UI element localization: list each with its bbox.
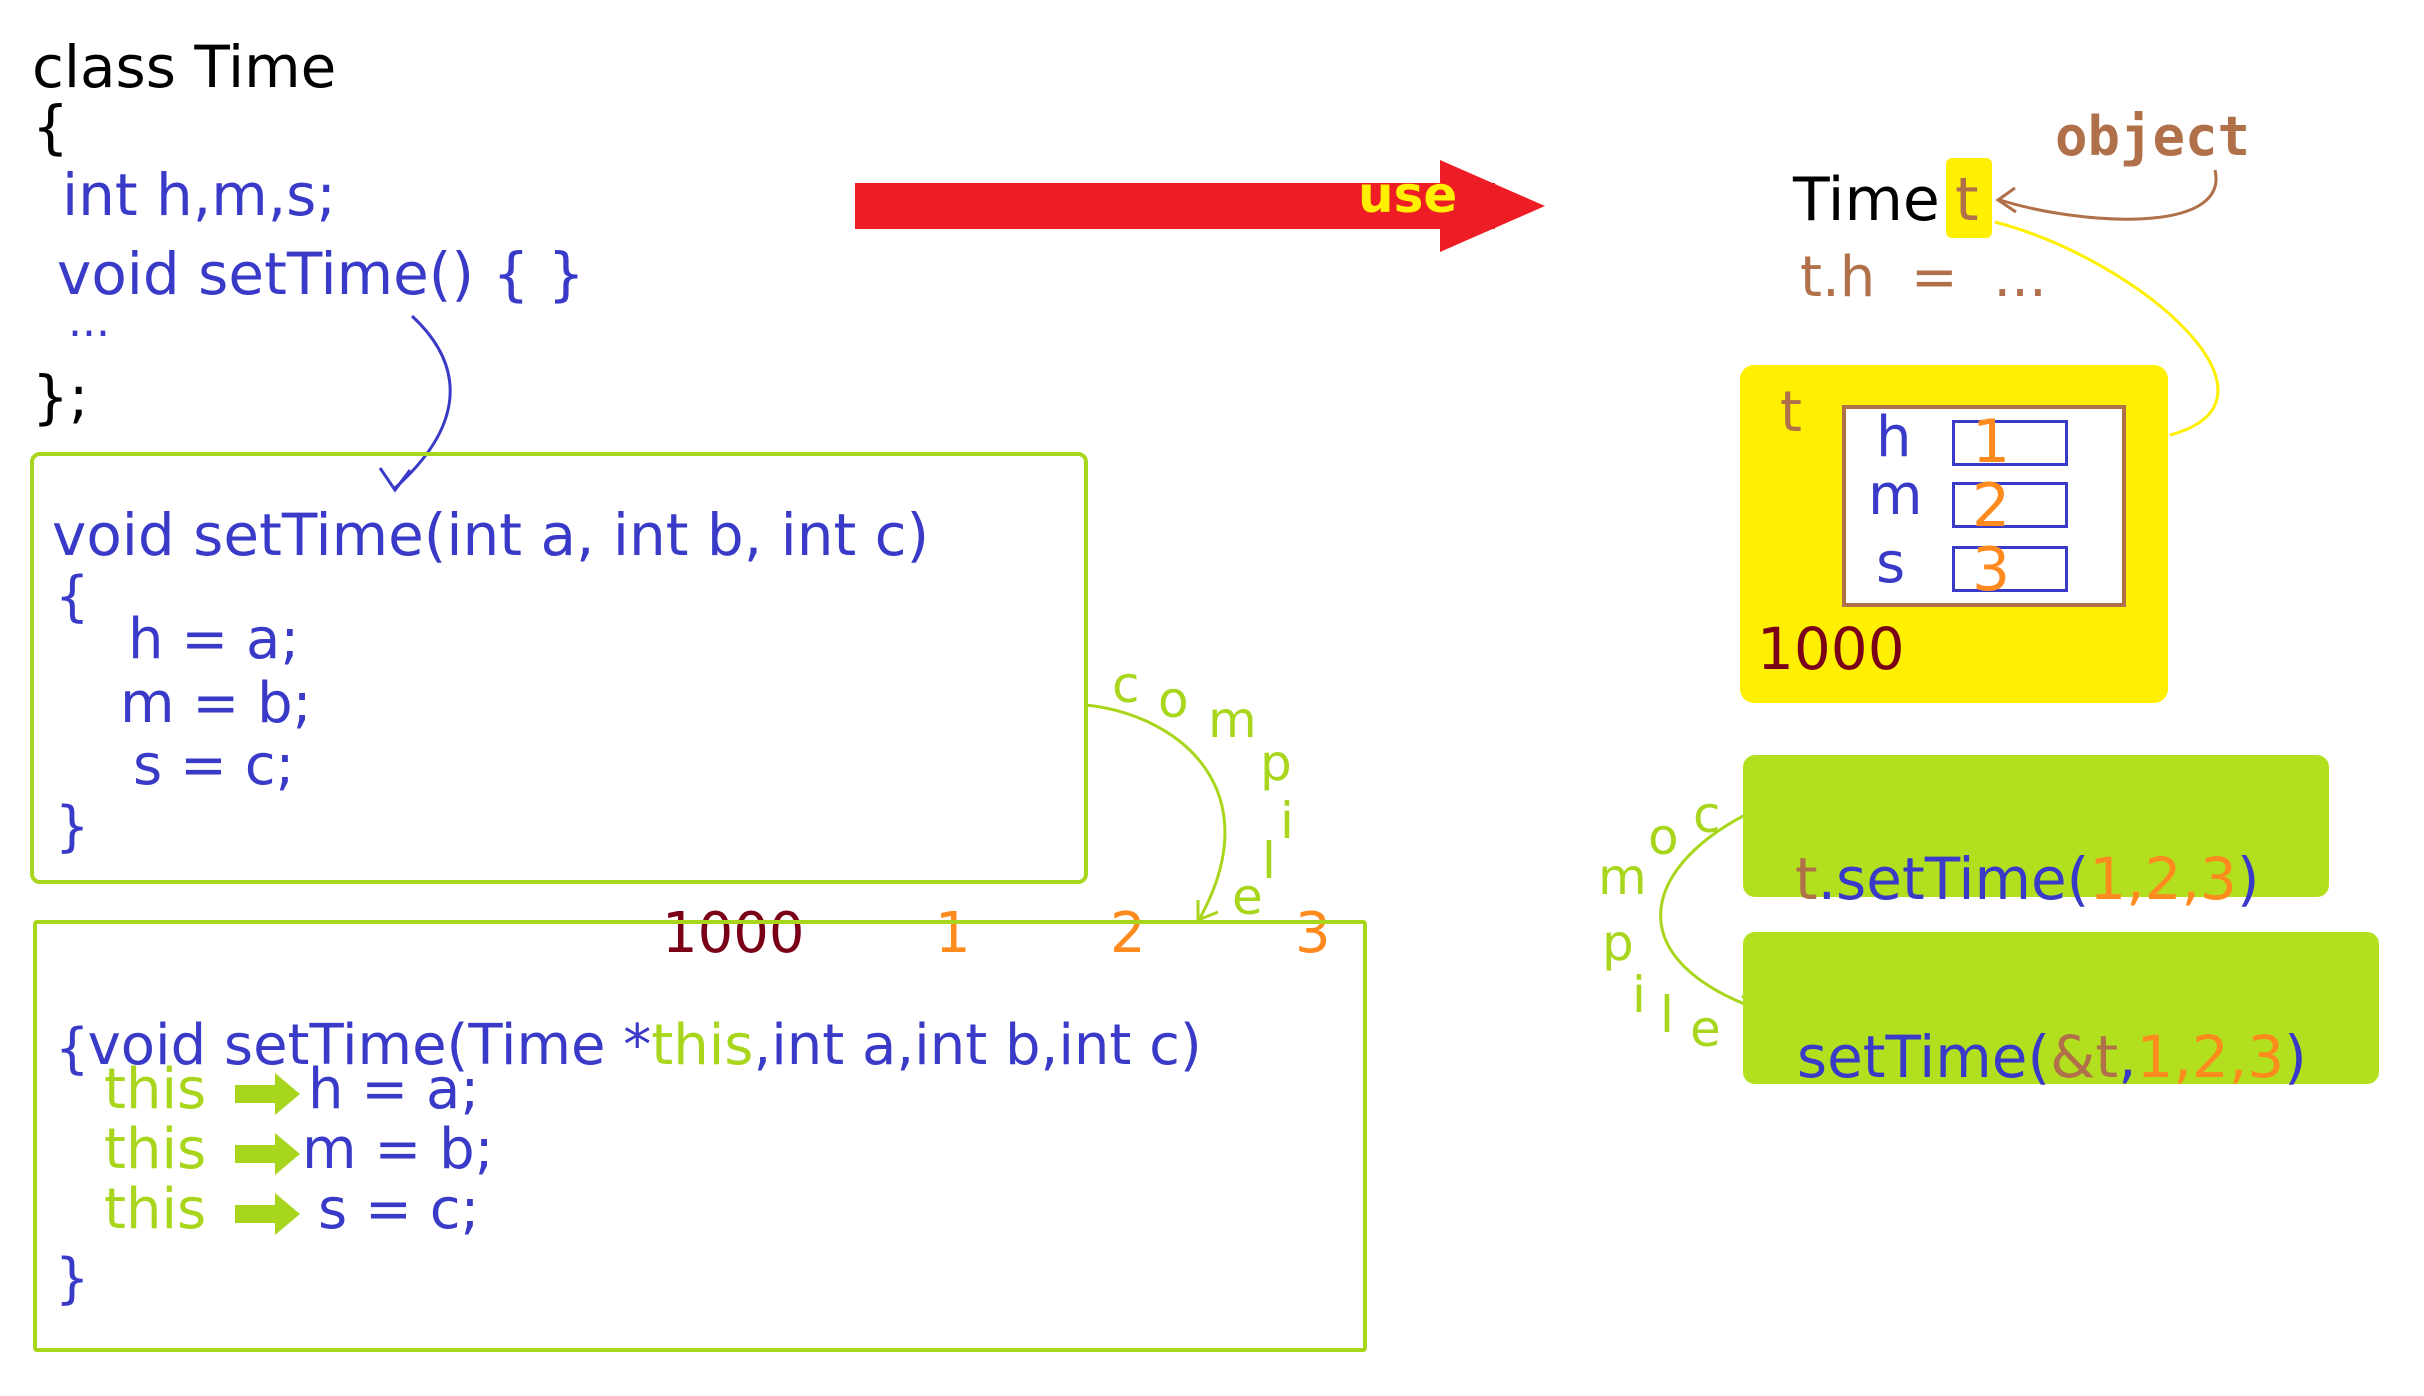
compile-letter: o [1648,808,1679,866]
compiled-stmt-h: h = a; [308,1057,480,1122]
member-method-decl: void setTime() { } [57,240,585,308]
compiled-call-ref: &t [2050,1023,2119,1091]
field-value-s: 3 [1972,535,2011,605]
member-variables: int h,m,s; [62,161,336,229]
variable-highlight [1946,158,1992,238]
member-access: t.h = ... [1800,245,2047,310]
field-name-s: s [1876,531,1906,596]
object-address: 1000 [1757,615,1905,683]
compiled-call-close: ) [2284,1023,2307,1091]
object-box-label: t [1780,380,1802,445]
ellipsis: ... [68,296,110,347]
compile-letter: o [1158,671,1189,729]
call-arg-1: 1 [2089,845,2127,913]
object-fields-frame [1842,405,2126,607]
compile-curve-left [1085,703,1227,919]
call-arg-3: 3 [2199,845,2237,913]
pointer-line [1994,220,2220,437]
this-keyword: this [104,1177,207,1242]
compiled-method-box [33,920,1367,1352]
call-arg-2: 2 [2144,845,2182,913]
field-slot-s [1952,546,2068,592]
method-stmt-h: h = a; [128,607,300,672]
use-arrow [855,160,1545,252]
field-value-h: 1 [1972,407,2011,477]
object-label: object [2055,105,2251,168]
compile-letter: p [1260,734,1292,792]
compiled-call-arg-1: 1 [2136,1023,2174,1091]
method-close-brace: } [55,795,90,858]
class-close-brace: }; [32,363,89,431]
method-signature: void setTime(int a, int b, int c) [52,501,930,569]
this-keyword: this [104,1057,207,1122]
compile-letter: m [1208,691,1257,749]
this-keyword: this [104,1117,207,1182]
call-comma: , [2126,845,2145,913]
compile-letter: e [1690,1000,1721,1058]
value-annotation-2: 2 [1110,901,1146,966]
field-name-h: h [1876,405,1912,470]
compile-letter: l [1262,832,1276,890]
use-label: use [1358,166,1458,224]
call-box [1743,755,2329,897]
method-definition-box [30,452,1088,884]
compiled-call-arg-3: 3 [2247,1023,2285,1091]
compile-curve-right [1659,813,1761,1012]
compile-letter: i [1280,792,1294,850]
value-annotation-1: 1 [935,901,971,966]
field-slot-h [1952,420,2068,466]
compiled-stmt-s: s = c; [318,1177,480,1242]
compiled-sig-suffix: ,int a,int b,int c) [753,1013,1202,1078]
call-method: .setTime( [1817,845,2090,913]
method-stmt-s: s = c; [133,733,295,798]
field-value-m: 2 [1972,471,2011,541]
field-slot-m [1952,482,2068,528]
compile-letter: c [1693,786,1721,844]
compiled-close-brace: } [55,1247,90,1310]
compiled-sig-this: this [651,1013,754,1078]
this-arrows [235,1073,300,1235]
value-annotation-3: 3 [1295,901,1331,966]
compiled-call-comma: , [2173,1023,2192,1091]
declaration-variable: t [1955,165,1979,235]
compiled-call-comma: , [2228,1023,2248,1091]
compiled-call-comma: , [2118,1023,2137,1091]
compile-letter: i [1632,966,1646,1024]
compile-letter: m [1598,848,1647,906]
compiled-call-expression: setTime(&t,1,2,3) [1760,970,2307,1086]
object-arrow [1999,169,2218,221]
call-close: ) [2236,845,2260,913]
compiled-call-arg-2: 2 [2191,1023,2229,1091]
class-open-brace: { [32,93,69,161]
declaration-type: Time [1793,165,1940,235]
method-stmt-m: m = b; [120,671,312,736]
compile-letter: l [1660,986,1674,1044]
call-expression: t.setTime(1,2,3) [1758,792,2260,908]
compiled-sig-prefix: void setTime(Time * [87,1013,652,1078]
class-to-method-arrow [394,314,452,490]
call-object: t [1794,845,1818,913]
compiled-call-box [1743,932,2379,1084]
field-name-m: m [1868,463,1923,528]
compiled-signature: void setTime(Time *this,int a,int b,int … [52,962,1202,1074]
class-header: class Time [32,33,337,101]
compiled-stmt-m: m = b; [302,1117,494,1182]
compile-letter: c [1112,656,1140,714]
address-annotation: 1000 [662,901,805,966]
method-open-brace: { [55,565,90,628]
call-comma: , [2181,845,2200,913]
compiled-call-method: setTime( [1796,1023,2051,1091]
compile-letter: p [1602,914,1634,972]
compile-letter: e [1232,868,1263,926]
compiled-open-brace: { [55,1017,90,1080]
